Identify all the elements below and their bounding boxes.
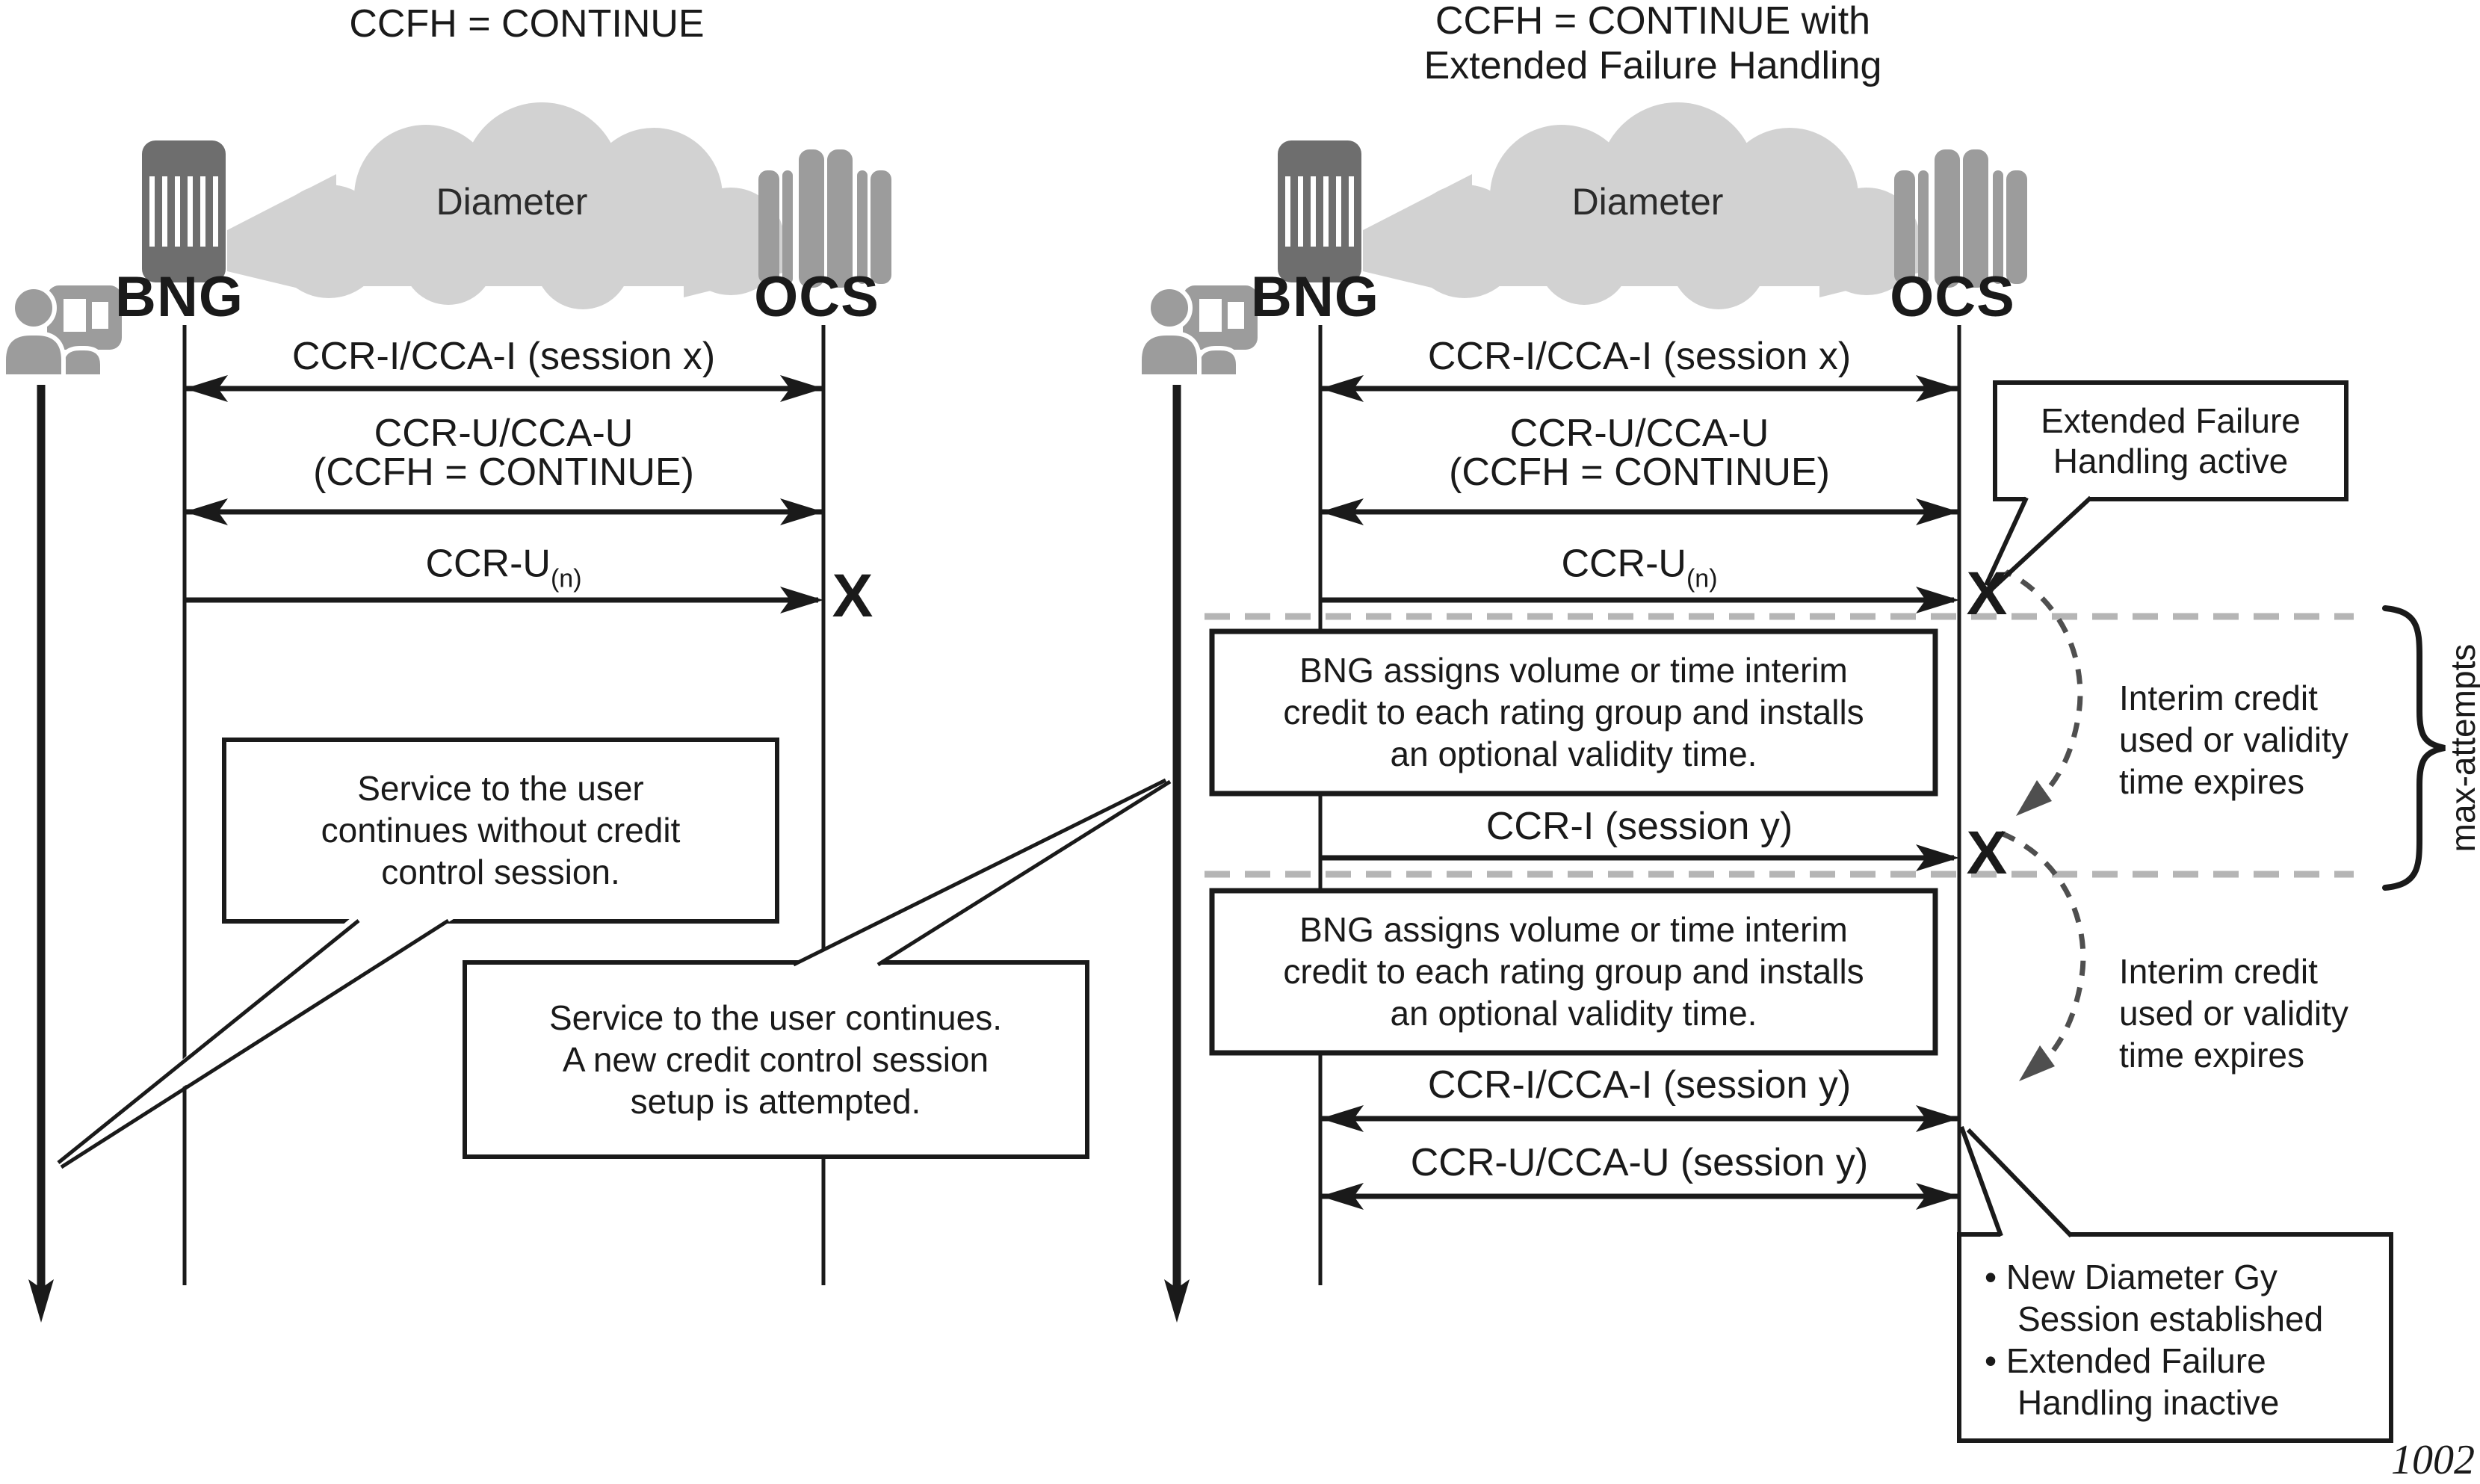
callout-box-service-continues [222,738,779,924]
interim-box2-line1: BNG assigns volume or time interim [1299,910,1848,949]
callout2-line2: A new credit control session [562,1040,989,1079]
interim-note2-line1: Interim credit [2119,952,2318,991]
right-msg-ccr-u-cca-u-session-y: CCR-U/CCA-U (session y) [1410,1141,1869,1184]
interim-box2-line2: credit to each rating group and installs [1283,952,1864,991]
left-ocs-label: OCS [754,265,879,329]
right-diagram-title-line1: CCFH = CONTINUE with [1435,0,1871,43]
right-ocs-label: OCS [1890,265,2015,329]
figure-number: 1002 [2391,1437,2475,1483]
callout2-line3: setup is attempted. [630,1082,921,1121]
callout-box-efh-active [1993,380,2348,501]
interim-box1-line3: an optional validity time. [1390,735,1757,773]
right-failure-x-mark-2: X [1966,819,2008,887]
retry-dashed-arrows [1997,565,2086,1076]
right-msg-ccr-i-cca-i: CCR-I/CCA-I (session x) [1427,335,1852,378]
right-msg-ccr-u-cca-u: CCR-U/CCA-U [1509,412,1769,455]
callout1-line3: control session. [381,853,620,891]
left-diagram-title: CCFH = CONTINUE [349,2,705,46]
right-msg-ccr-i-session-y: CCR-I (session y) [1485,805,1793,848]
left-msg-ccfh-continue: (CCFH = CONTINUE) [313,451,694,494]
left-bng-label: BNG [115,265,244,329]
interim-note2-line2: used or validity [2119,994,2348,1033]
left-msg-ccr-i-cca-i: CCR-I/CCA-I (session x) [291,335,716,378]
interim-box1-line2: credit to each rating group and installs [1283,693,1864,732]
interim-note1-line1: Interim credit [2119,678,2318,717]
retry-window-dashed-lines [1205,613,2354,878]
right-msg-ccr-i-cca-i-session-y: CCR-I/CCA-I (session y) [1427,1063,1852,1107]
result-callout-line2: Session established [2017,1299,2324,1338]
max-attempts-brace [2382,605,2446,891]
efh-callout-line1: Extended Failure [2041,401,2301,440]
message-arrows [185,386,1959,1199]
callout-box-result [1957,1232,2393,1443]
right-msg-ccfh-continue: (CCFH = CONTINUE) [1449,451,1830,494]
right-failure-x-mark-1: X [1966,560,2008,628]
interim-note1-line3: time expires [2119,762,2304,801]
interim-box1-line1: BNG assigns volume or time interim [1299,651,1848,690]
interim-box2-line3: an optional validity time. [1390,994,1757,1033]
callout1-line1: Service to the user [357,769,644,808]
left-msg-ccr-u-cca-u: CCR-U/CCA-U [374,412,634,455]
result-callout-line3: • Extended Failure [1985,1341,2266,1380]
max-attempts-label: max-attempts [2443,643,2480,853]
user-timeline-arrows [37,385,1181,1306]
interim-note2-line3: time expires [2119,1036,2304,1075]
efh-callout-line2: Handling active [2053,442,2289,480]
callout1-line2: continues without credit [321,811,681,850]
result-callout-line4: Handling inactive [2017,1383,2280,1422]
callout-box-new-session [463,960,1089,1159]
left-failure-x-mark: X [832,562,873,630]
result-callout-line1: • New Diameter Gy [1985,1258,2278,1296]
interim-note1-line2: used or validity [2119,720,2348,759]
right-msg-ccr-u-n: CCR-U(n) [1561,542,1718,593]
right-diagram-title-line2: Extended Failure Handling [1423,44,1882,87]
left-msg-ccr-u-n: CCR-U(n) [425,542,582,593]
left-network-label: Diameter [436,181,588,223]
right-network-label: Diameter [1571,181,1724,223]
right-bng-label: BNG [1251,265,1379,329]
interim-credit-boxes [1209,628,1938,1056]
callout2-line1: Service to the user continues. [549,998,1002,1037]
